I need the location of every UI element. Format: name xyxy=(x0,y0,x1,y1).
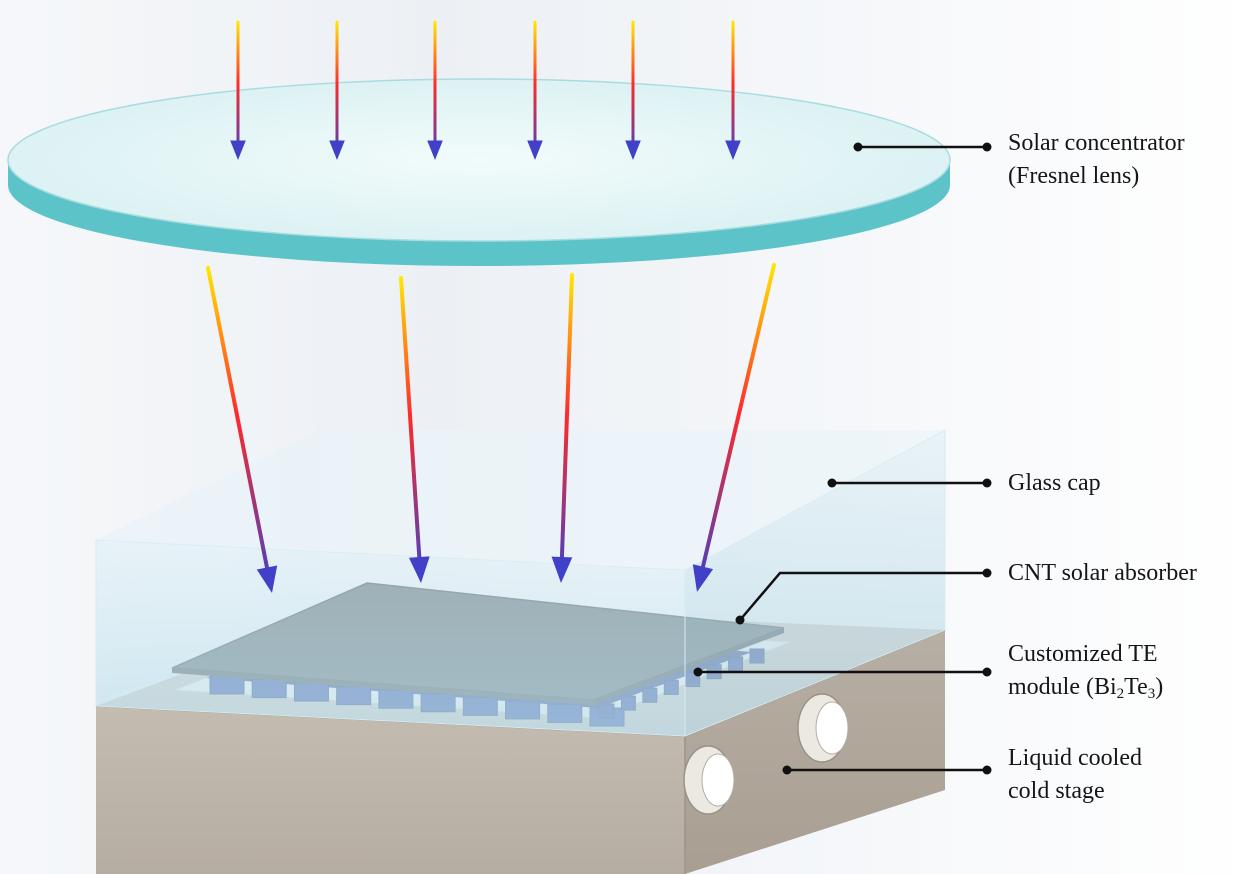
concentrated-rays xyxy=(206,263,776,593)
label-solar-concentrator-line2: (Fresnel lens) xyxy=(1008,163,1140,189)
label-cold-stage-line2: cold stage xyxy=(1008,778,1105,804)
incident-ray-3 xyxy=(427,20,443,160)
label-solar-concentrator: Solar concentrator (Fresnel lens) xyxy=(1008,127,1185,193)
label-glass-cap-line1: Glass cap xyxy=(1008,470,1101,496)
coolant-port-1 xyxy=(683,745,735,815)
label-cnt-absorber: CNT solar absorber xyxy=(1008,557,1197,590)
incident-ray-6 xyxy=(725,20,741,160)
label-cold-stage-line1: Liquid cooled xyxy=(1008,745,1142,771)
concentrated-ray-1 xyxy=(206,266,278,593)
incident-ray-1 xyxy=(230,20,246,160)
cold-stage-front xyxy=(96,706,685,874)
label-te-module: Customized TE module (Bi2Te3) xyxy=(1008,638,1163,704)
glass-cap-front xyxy=(95,429,946,737)
incident-ray-5 xyxy=(625,20,641,160)
concentrated-ray-3 xyxy=(551,273,574,583)
label-te-module-line2: module (Bi2Te3) xyxy=(1008,674,1164,702)
concentrated-ray-4 xyxy=(692,263,776,592)
label-solar-concentrator-line1: Solar concentrator xyxy=(1008,130,1185,156)
coolant-port-2 xyxy=(797,693,849,763)
leader-lines xyxy=(693,142,992,775)
leader-absorber xyxy=(739,571,987,621)
label-glass-cap: Glass cap xyxy=(1008,467,1101,500)
label-cold-stage: Liquid cooled cold stage xyxy=(1008,742,1142,808)
incident-ray-2 xyxy=(329,20,345,160)
incident-rays xyxy=(230,20,741,160)
incident-ray-4 xyxy=(527,20,543,160)
label-te-module-line1: Customized TE xyxy=(1008,641,1158,667)
concentrated-ray-2 xyxy=(399,276,430,583)
label-cnt-absorber-line1: CNT solar absorber xyxy=(1008,560,1197,586)
lens-surface xyxy=(7,78,951,242)
fresnel-lens xyxy=(7,78,951,266)
